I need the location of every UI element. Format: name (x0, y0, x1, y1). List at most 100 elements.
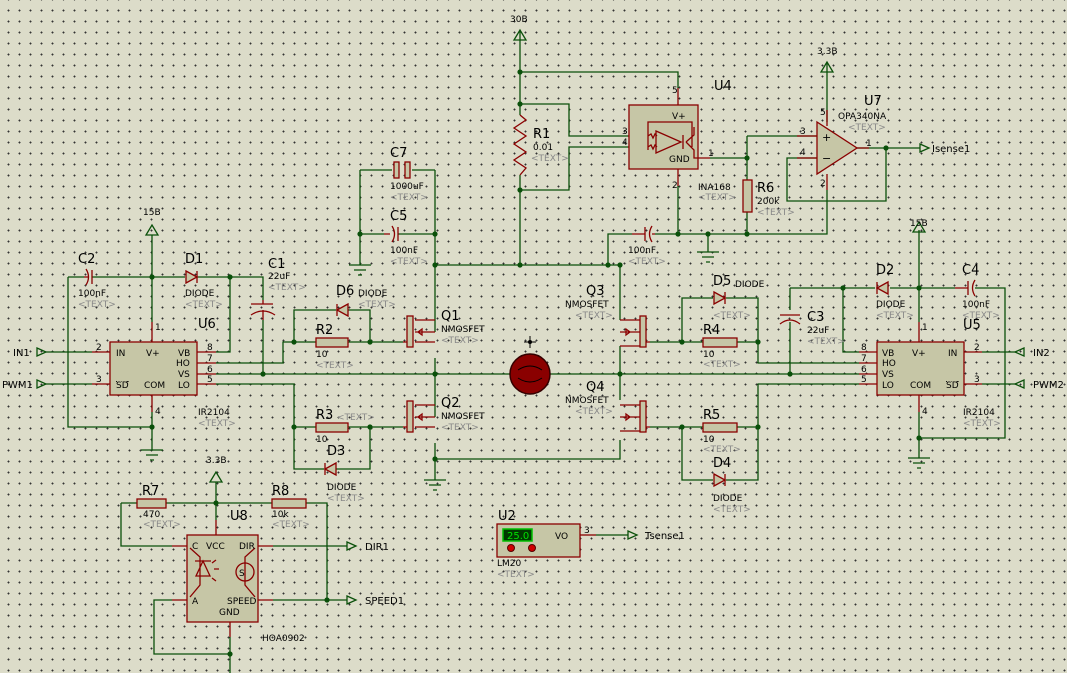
placeholder_text-label: <TEXT> (531, 154, 569, 164)
junctions (149, 69, 922, 657)
power-30v[interactable]: 30В (510, 15, 528, 41)
schematic-graphic (384, 225, 399, 243)
components-u4-ref-label: U4 (714, 79, 732, 94)
schematic-graphic (742, 179, 753, 213)
schematic-graphic (227, 651, 233, 657)
components-u4-pin_gnd-label: GND (669, 155, 690, 165)
resistor-r1[interactable]: R10.01<TEXT> (512, 114, 569, 176)
placeholder_text-label: <TEXT> (807, 337, 845, 347)
schematic-graphic (876, 341, 965, 396)
power-15v-left[interactable]: 15В (143, 208, 161, 236)
components-d3-ref-label: D3 (327, 444, 345, 459)
placeholder_text-label: <TEXT> (497, 570, 535, 580)
terminals-isense1-label: Isense1 (932, 144, 970, 155)
schematic-graphic (36, 346, 48, 358)
placeholder_text-label: <TEXT> (185, 300, 223, 310)
terminal-speed1[interactable]: SPEED1 (346, 594, 404, 607)
terminal-dir1[interactable]: DIR1 (346, 540, 389, 553)
schematic-graphic (883, 145, 889, 151)
power-v33_opamp-label: 3.3В (817, 47, 838, 57)
components-u5-ref-label: U5 (963, 318, 981, 333)
components-c7-ref-label: C7 (390, 146, 407, 161)
power-v30-label: 30В (510, 15, 528, 25)
power-v33_sensor-label: 3.3В (206, 456, 227, 466)
components-r1-value-label: 0.01 (533, 143, 553, 153)
schematic-graphic (787, 371, 793, 377)
schematic-graphic (620, 230, 1006, 458)
ir2104_pins-ho-label: HO (176, 359, 190, 369)
schematic-graphic (46, 309, 620, 470)
motor[interactable] (509, 336, 551, 395)
schematic-graphic (250, 300, 276, 320)
components-r5-ref-label: R5 (703, 408, 720, 423)
terminal-isense1[interactable]: Isense1 (919, 142, 970, 155)
terminal-pwm1[interactable]: PWM1 (2, 378, 48, 391)
ir2104_pins-in-label: IN (948, 349, 957, 359)
power-3v3-sensor[interactable]: 3.3В (206, 456, 227, 483)
placeholder_text-label: <TEXT> (703, 445, 741, 455)
pin_numbers-n2-label: 2 (96, 343, 102, 353)
schematic-graphic (315, 337, 349, 348)
schematic-graphic (144, 223, 160, 236)
schematic-graphic (755, 424, 761, 430)
schematic-graphic (755, 339, 761, 345)
terminal-in2[interactable]: IN2 (1013, 346, 1050, 359)
power-15v-right[interactable]: 15В (910, 219, 928, 233)
schematic-graphic (916, 285, 922, 291)
components-q4-value-label: NMOSFET (565, 396, 609, 406)
decrease-button[interactable] (507, 544, 515, 552)
resistor-r2[interactable]: R210<TEXT> (315, 323, 354, 371)
capacitor-u4-decoupling[interactable]: 100nF<TEXT> (628, 225, 666, 267)
schematic-graphic: + (822, 131, 831, 144)
schematic-graphic (639, 400, 647, 433)
components-d5-value-label: DIODE (735, 280, 765, 290)
schematic-graphic (819, 60, 835, 73)
ground-symbols (141, 251, 930, 491)
schematic-graphic (260, 371, 266, 377)
resistor-r3[interactable]: R3<TEXT>10 (315, 408, 375, 445)
components-u2-pin_vo-label: VO (555, 532, 568, 542)
schematic-graphic (323, 461, 337, 477)
components-r2-ref-label: R2 (316, 323, 333, 338)
schematic-graphic (432, 262, 438, 268)
ir2104_pins-lo-label: LO (178, 381, 190, 391)
terminal-tsense1[interactable]: Tsense1 (627, 529, 685, 542)
components-d2-ref-label: D2 (876, 263, 894, 278)
increase-button[interactable] (528, 544, 536, 552)
power-3v3-opamp[interactable]: 3.3В (817, 47, 838, 73)
placeholder_text-label: <TEXT> (390, 257, 428, 267)
schematic-graphic (1013, 346, 1025, 358)
terminal-in1[interactable]: IN1 (13, 346, 48, 359)
schematic-graphic (875, 280, 889, 296)
components-u2-ref-label: U2 (498, 509, 516, 524)
terminal-pwm2[interactable]: PWM2 (1013, 378, 1064, 391)
